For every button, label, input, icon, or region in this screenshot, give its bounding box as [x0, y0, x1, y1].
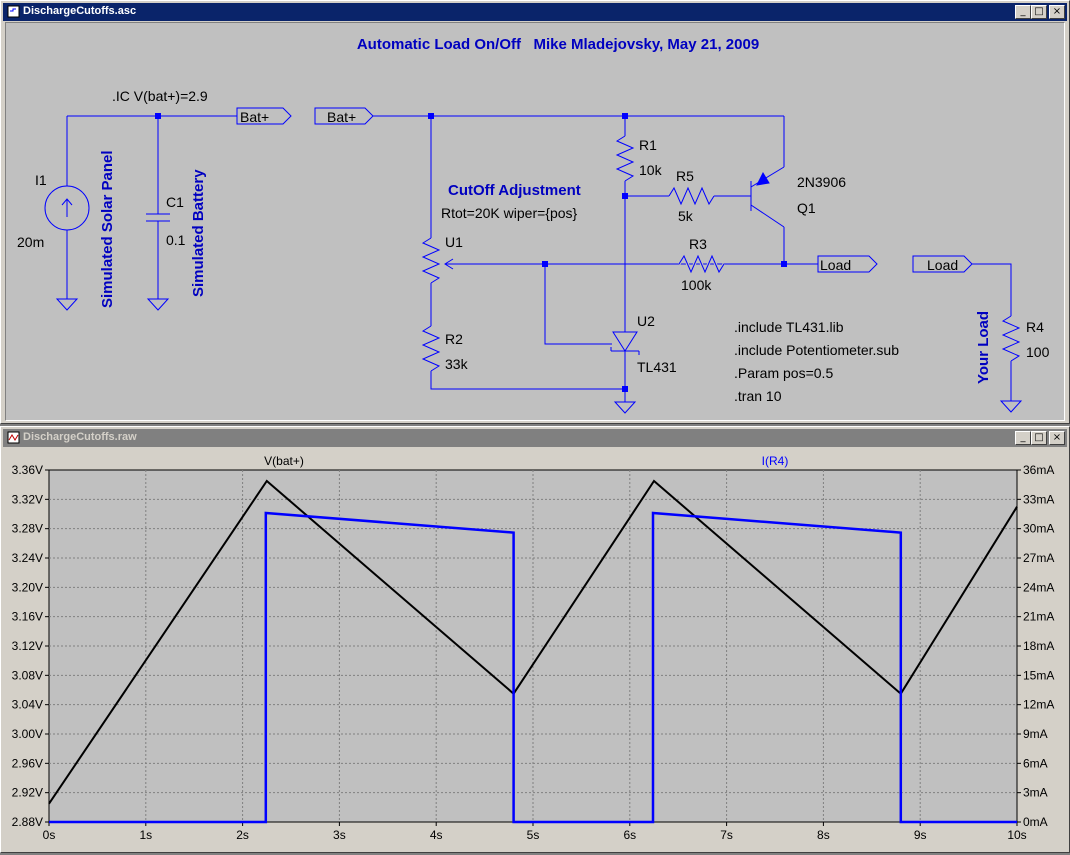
- q1-label: Q1: [797, 200, 816, 216]
- y-right-tick-label: 12mA: [1023, 698, 1054, 712]
- bat-flag-out[interactable]: Bat+: [240, 109, 269, 125]
- y-left-tick-label: 3.32V: [12, 492, 43, 506]
- i1-value: 20m: [17, 234, 44, 250]
- y-right-tick-label: 9mA: [1023, 727, 1048, 741]
- y-right-tick-label: 0mA: [1023, 815, 1048, 829]
- r2-label: R2: [445, 331, 463, 347]
- y-right-tick-label: 3mA: [1023, 786, 1048, 800]
- waveform-pane[interactable]: 0s 1s 2s 3s 4s 5s 6s 7s 8s 9s 10s 2.88V 2.92V 2.96V 3…: [3, 447, 1067, 850]
- trace-vbat[interactable]: [48, 479, 1018, 805]
- y-left-tick-label: 3.08V: [12, 668, 43, 682]
- x-tick-label: 1s: [139, 828, 152, 842]
- schematic-file-icon: [7, 5, 20, 18]
- minimize-button[interactable]: _: [1015, 431, 1031, 445]
- r2-value: 33k: [445, 356, 469, 372]
- y-right-tick-label: 27mA: [1023, 551, 1054, 565]
- y-right-tick-label: 18mA: [1023, 639, 1054, 653]
- x-tick-label: 2s: [236, 828, 249, 842]
- r1-value: 10k: [639, 162, 663, 178]
- x-tick-label: 0s: [43, 828, 56, 842]
- r3-label: R3: [689, 236, 707, 252]
- minimize-button[interactable]: _: [1015, 5, 1031, 19]
- c1-value: 0.1: [166, 232, 186, 248]
- y-left-tick-label: 2.92V: [12, 786, 43, 800]
- y-left-tick-label: 3.04V: [12, 698, 43, 712]
- y-left-tick-label: 3.24V: [12, 551, 43, 565]
- u2-label: U2: [637, 313, 655, 329]
- close-button[interactable]: ×: [1049, 5, 1065, 19]
- y-right-tick-label: 30mA: [1023, 522, 1054, 536]
- y-left-tick-label: 3.00V: [12, 727, 43, 741]
- maximize-button[interactable]: □: [1031, 431, 1047, 445]
- waveform-plot[interactable]: 0s 1s 2s 3s 4s 5s 6s 7s 8s 9s 10s 2.88V 2.92V 2.96V 3…: [3, 447, 1067, 850]
- r4-value: 100: [1026, 344, 1050, 360]
- r4-label: R4: [1026, 319, 1044, 335]
- load-flag-in[interactable]: Load: [927, 257, 958, 273]
- trace-label-ir4[interactable]: I(R4): [762, 454, 789, 468]
- trace-label-vbat[interactable]: V(bat+): [264, 454, 304, 468]
- directive-3: .Param pos=0.5: [734, 365, 833, 381]
- r5-value: 5k: [678, 208, 694, 224]
- battery-label: Simulated Battery: [190, 169, 207, 297]
- plot-grid: [49, 470, 1017, 822]
- y-right-tick-label: 21mA: [1023, 610, 1054, 624]
- q1-model: 2N3906: [797, 174, 846, 190]
- r1-label: R1: [639, 137, 657, 153]
- solar-panel-label: Simulated Solar Panel: [99, 150, 116, 308]
- r3-value: 100k: [681, 277, 712, 293]
- y-right-tick-label: 24mA: [1023, 580, 1054, 594]
- directive-2: .include Potentiometer.sub: [734, 342, 899, 358]
- y-left-tick-label: 3.16V: [12, 610, 43, 624]
- r5-label: R5: [676, 168, 694, 184]
- waveform-file-icon: [7, 431, 20, 444]
- schematic-canvas[interactable]: Automatic Load On/Off Mike Mladejovsky, …: [5, 22, 1065, 421]
- i1-label: I1: [35, 172, 47, 188]
- maximize-button[interactable]: □: [1031, 5, 1047, 19]
- plot-traces: [48, 479, 1018, 824]
- y-left-tick-label: 3.12V: [12, 639, 43, 653]
- u1-label: U1: [445, 234, 463, 250]
- c1-label: C1: [166, 194, 184, 210]
- y-left-tick-label: 3.28V: [12, 522, 43, 536]
- rtot-label: Rtot=20K wiper={pos}: [441, 205, 578, 221]
- load-flag-out[interactable]: Load: [820, 257, 851, 273]
- x-tick-label: 3s: [333, 828, 346, 842]
- close-button[interactable]: ×: [1049, 431, 1065, 445]
- y-left-tick-label: 2.88V: [12, 815, 43, 829]
- schematic-drawing: Automatic Load On/Off Mike Mladejovsky, …: [17, 36, 1050, 414]
- schematic-window: DischargeCutoffs.asc _ □ ×: [0, 0, 1070, 424]
- ic-directive: .IC V(bat+)=2.9: [112, 88, 208, 104]
- directive-1: .include TL431.lib: [734, 319, 844, 335]
- schematic-title: DischargeCutoffs.asc: [23, 5, 137, 17]
- x-tick-label: 8s: [817, 828, 830, 842]
- x-tick-label: 9s: [914, 828, 927, 842]
- cutoff-label: CutOff Adjustment: [448, 182, 581, 199]
- x-tick-label: 10s: [1007, 828, 1026, 842]
- y-right-tick-label: 33mA: [1023, 492, 1054, 506]
- u2-value: TL431: [637, 359, 677, 375]
- directive-4: .tran 10: [734, 388, 782, 404]
- y-right-tick-label: 15mA: [1023, 668, 1054, 682]
- x-tick-label: 5s: [527, 828, 540, 842]
- y-left-tick-label: 3.36V: [12, 463, 43, 477]
- y-left-tick-label: 2.96V: [12, 756, 43, 770]
- y-right-tick-label: 36mA: [1023, 463, 1054, 477]
- y-left-tick-label: 3.20V: [12, 580, 43, 594]
- x-tick-label: 7s: [720, 828, 733, 842]
- bat-flag-in[interactable]: Bat+: [327, 109, 356, 125]
- right-axis-ticks: 0mA 3mA 6mA 9mA 12mA 15mA 18mA 21mA 24mA 27mA 30mA…: [1017, 463, 1054, 829]
- waveform-title: DischargeCutoffs.raw: [23, 431, 137, 443]
- x-axis-ticks: 0s 1s 2s 3s 4s 5s 6s 7s 8s 9s 10s: [43, 822, 1027, 842]
- waveform-window: DischargeCutoffs.raw _ □ × 0s 1s 2s 3s 4s 5s 6…: [0, 426, 1070, 853]
- y-right-tick-label: 6mA: [1023, 756, 1048, 770]
- x-tick-label: 4s: [430, 828, 443, 842]
- your-load-label: Your Load: [975, 311, 992, 384]
- waveform-titlebar[interactable]: DischargeCutoffs.raw _ □ ×: [3, 429, 1067, 447]
- left-axis-ticks: 2.88V 2.92V 2.96V 3.00V 3.04V 3.08V 3.12V 3.16V…: [12, 463, 49, 829]
- schematic-titlebar[interactable]: DischargeCutoffs.asc _ □ ×: [3, 3, 1067, 21]
- x-tick-label: 6s: [623, 828, 636, 842]
- schematic-header: Automatic Load On/Off Mike Mladejovsky, …: [357, 36, 759, 53]
- trace-ir4[interactable]: [49, 511, 1017, 824]
